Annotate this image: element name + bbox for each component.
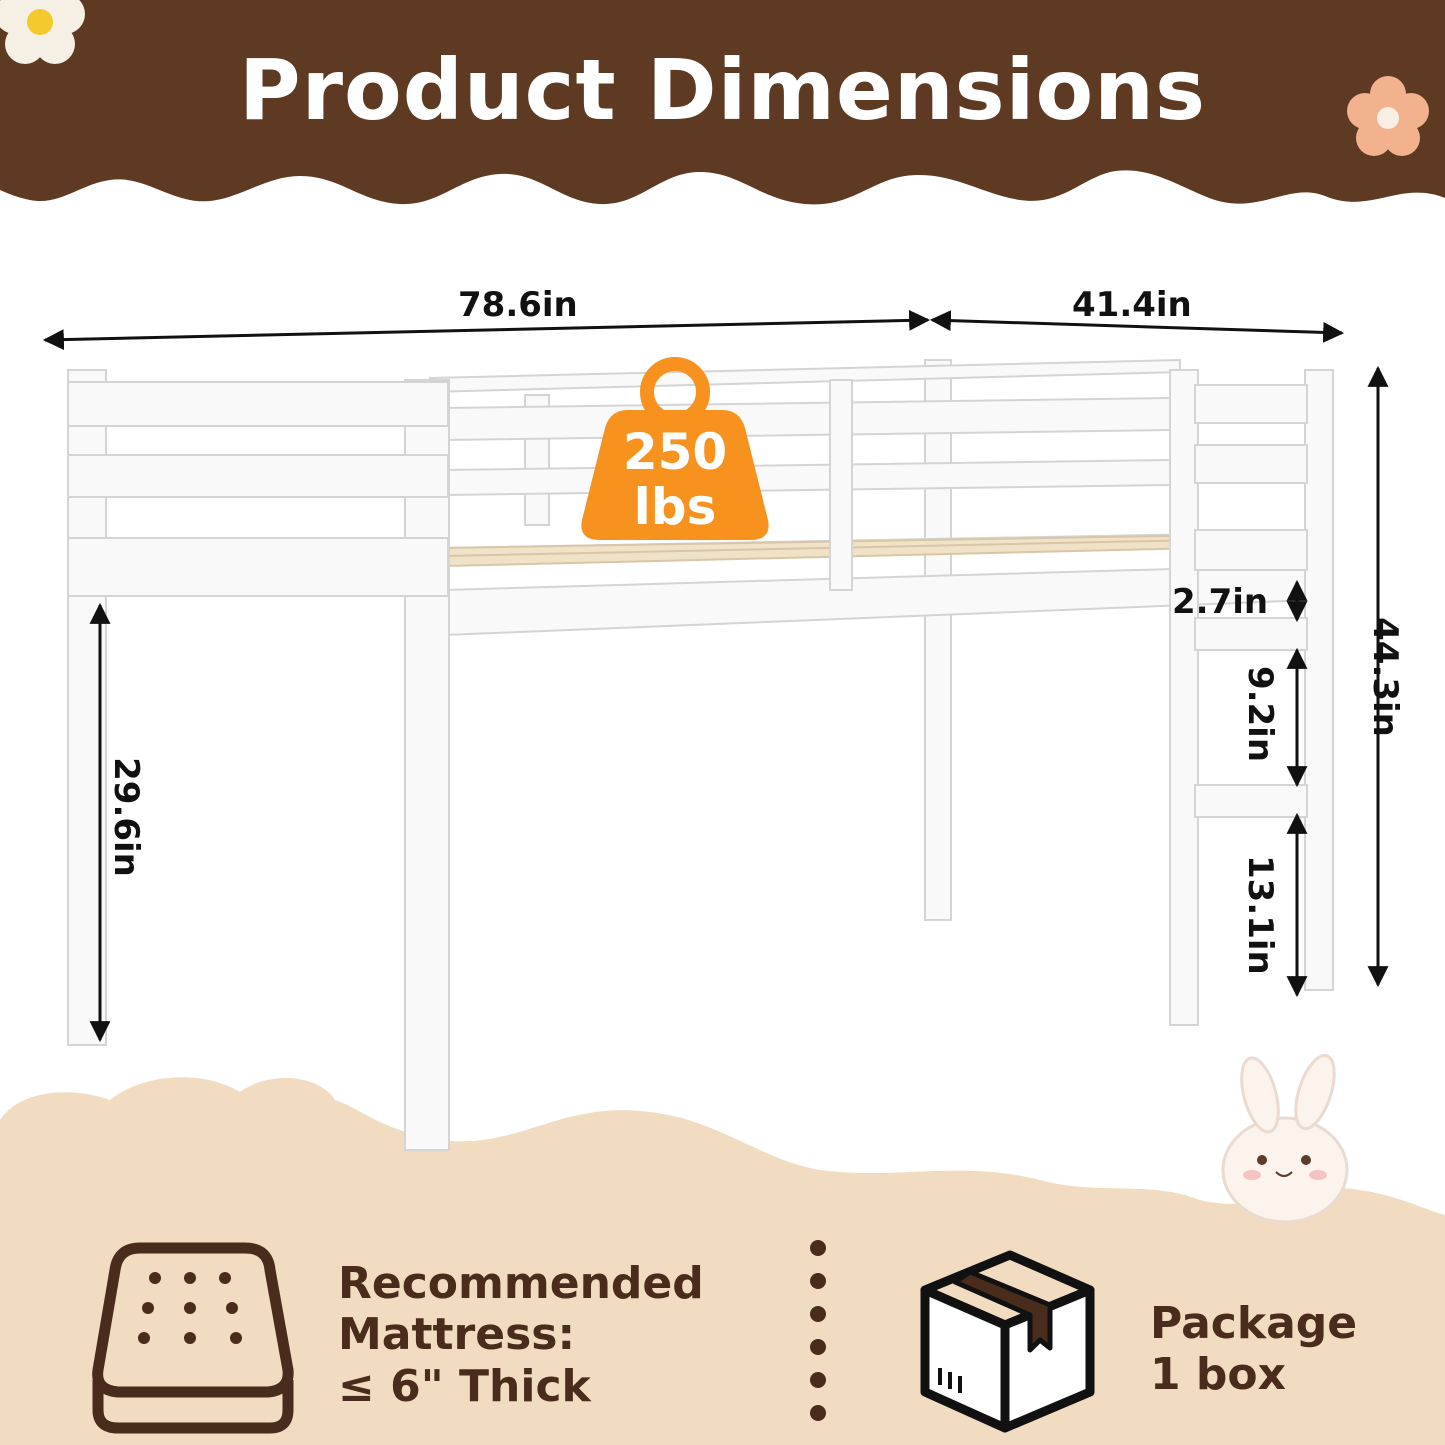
mattress-icon xyxy=(92,1242,294,1434)
header-band xyxy=(0,0,1445,205)
package-info: Package 1 box xyxy=(1150,1298,1357,1401)
mattress-info: Recommended Mattress: ≤ 6" Thick xyxy=(338,1258,704,1412)
dotted-separator xyxy=(810,1240,826,1421)
width-label: 41.4in xyxy=(1072,285,1192,325)
mattress-line-1: Recommended xyxy=(338,1258,704,1309)
weight-unit: lbs xyxy=(633,478,717,536)
length-label: 78.6in xyxy=(458,285,578,325)
mattress-line-3: ≤ 6" Thick xyxy=(338,1360,591,1412)
package-line-1: Package xyxy=(1150,1298,1358,1349)
ladder-step-spacing-label: 9.2in xyxy=(1240,665,1280,763)
weight-value: 250 xyxy=(622,423,728,481)
clearance-height-label: 29.6in xyxy=(106,757,146,877)
mattress-line-2: Mattress: xyxy=(338,1309,576,1361)
dimension-lines xyxy=(42,309,1389,1043)
package-line-2: 1 box xyxy=(1150,1349,1287,1401)
weight-capacity-badge: 250 lbs xyxy=(600,425,750,535)
bunny-icon xyxy=(1221,1054,1349,1224)
weight-icon xyxy=(581,357,769,540)
flower-icon xyxy=(1347,76,1429,156)
total-height-label: 44.3in xyxy=(1365,617,1405,737)
ladder-bottom-gap-label: 13.1in xyxy=(1240,855,1280,975)
flower-icon xyxy=(0,0,85,64)
box-icon xyxy=(920,1250,1095,1433)
page-title: Product Dimensions xyxy=(239,41,1206,139)
mattress-dots xyxy=(138,1272,242,1344)
ladder-top-gap-label: 2.7in xyxy=(1172,582,1269,622)
loft-bed-illustration xyxy=(67,358,1334,1151)
